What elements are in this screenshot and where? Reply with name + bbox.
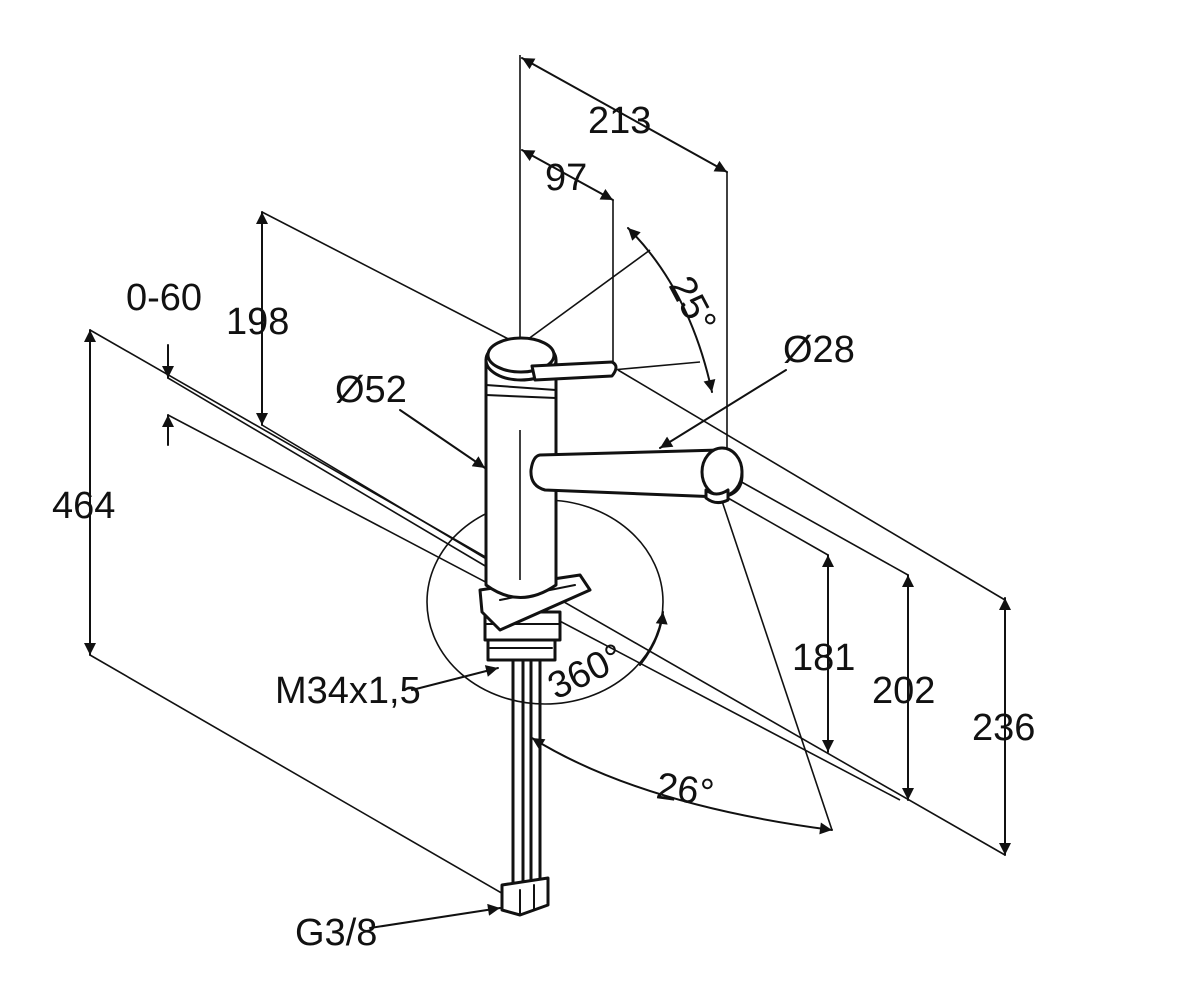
label-depth-range: 0-60 — [126, 277, 202, 319]
label-connection-thread: G3/8 — [295, 912, 377, 954]
label-mount-thread: M34x1,5 — [275, 670, 421, 712]
label-outlet-height: 181 — [792, 637, 855, 679]
label-max-height: 236 — [972, 707, 1035, 749]
label-spout-reach: 213 — [588, 100, 651, 142]
label-spout-diameter: Ø28 — [783, 329, 855, 371]
label-spout-height: 202 — [872, 670, 935, 712]
label-head-height: 198 — [226, 301, 289, 343]
label-total-height: 464 — [52, 485, 115, 527]
faucet-body — [478, 336, 744, 917]
label-body-diameter: Ø52 — [335, 369, 407, 411]
label-spout-angle: 26° — [654, 765, 717, 815]
label-lever-offset: 97 — [545, 157, 587, 199]
dimension-labels: 213 97 25° Ø28 0-60 198 Ø52 464 181 202 … — [52, 100, 1035, 954]
dimension-arrows — [84, 57, 1011, 929]
